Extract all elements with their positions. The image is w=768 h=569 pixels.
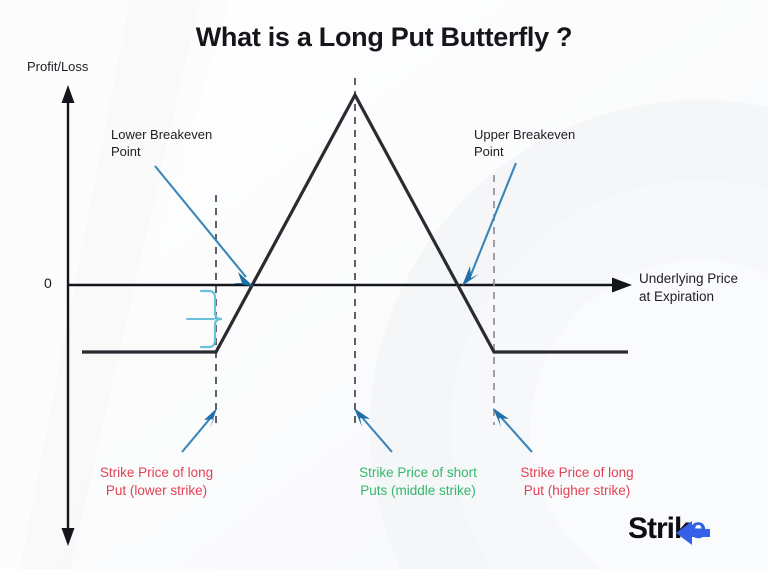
logo-arrow-icon — [676, 521, 710, 545]
logo-text-stri: Stri — [628, 512, 675, 545]
upper-breakeven-arrow — [462, 162, 517, 286]
lower-breakeven-line2: Point — [111, 143, 141, 159]
upper-breakeven-line2: Point — [474, 143, 504, 159]
y-axis-zero-tick: 0 — [44, 275, 52, 291]
lower-breakeven-arrow — [154, 165, 253, 286]
x-axis-label-line1: Underlying Price — [639, 271, 739, 286]
lower-strike-arrow — [181, 408, 217, 453]
y-axis — [61, 85, 75, 546]
strike-label-middle: Strike Price of short Puts (middle strik… — [359, 465, 477, 498]
strike-label-higher: Strike Price of long Put (higher strike) — [520, 465, 634, 498]
lower-breakeven-line1: Lower Breakeven — [111, 127, 213, 142]
payoff-curve — [82, 91, 628, 354]
x-axis-label-line2: at Expiration — [639, 289, 715, 305]
higher-strike-arrow — [493, 408, 533, 453]
x-axis — [68, 277, 632, 293]
lower-breakeven-label: Lower Breakeven Point — [111, 127, 251, 161]
x-axis-label: Underlying Price at Expiration — [639, 270, 764, 306]
y-axis-label: Profit/Loss — [27, 59, 89, 74]
middle-strike-arrow — [354, 408, 393, 453]
upper-breakeven-label: Upper Breakeven Point — [474, 127, 614, 161]
upper-breakeven-line1: Upper Breakeven — [474, 127, 576, 142]
page-title: What is a Long Put Butterfly ? — [195, 22, 573, 52]
net-premium-brace — [186, 289, 223, 349]
strike-label-lower: Strike Price of long Put (lower strike) — [99, 465, 214, 498]
